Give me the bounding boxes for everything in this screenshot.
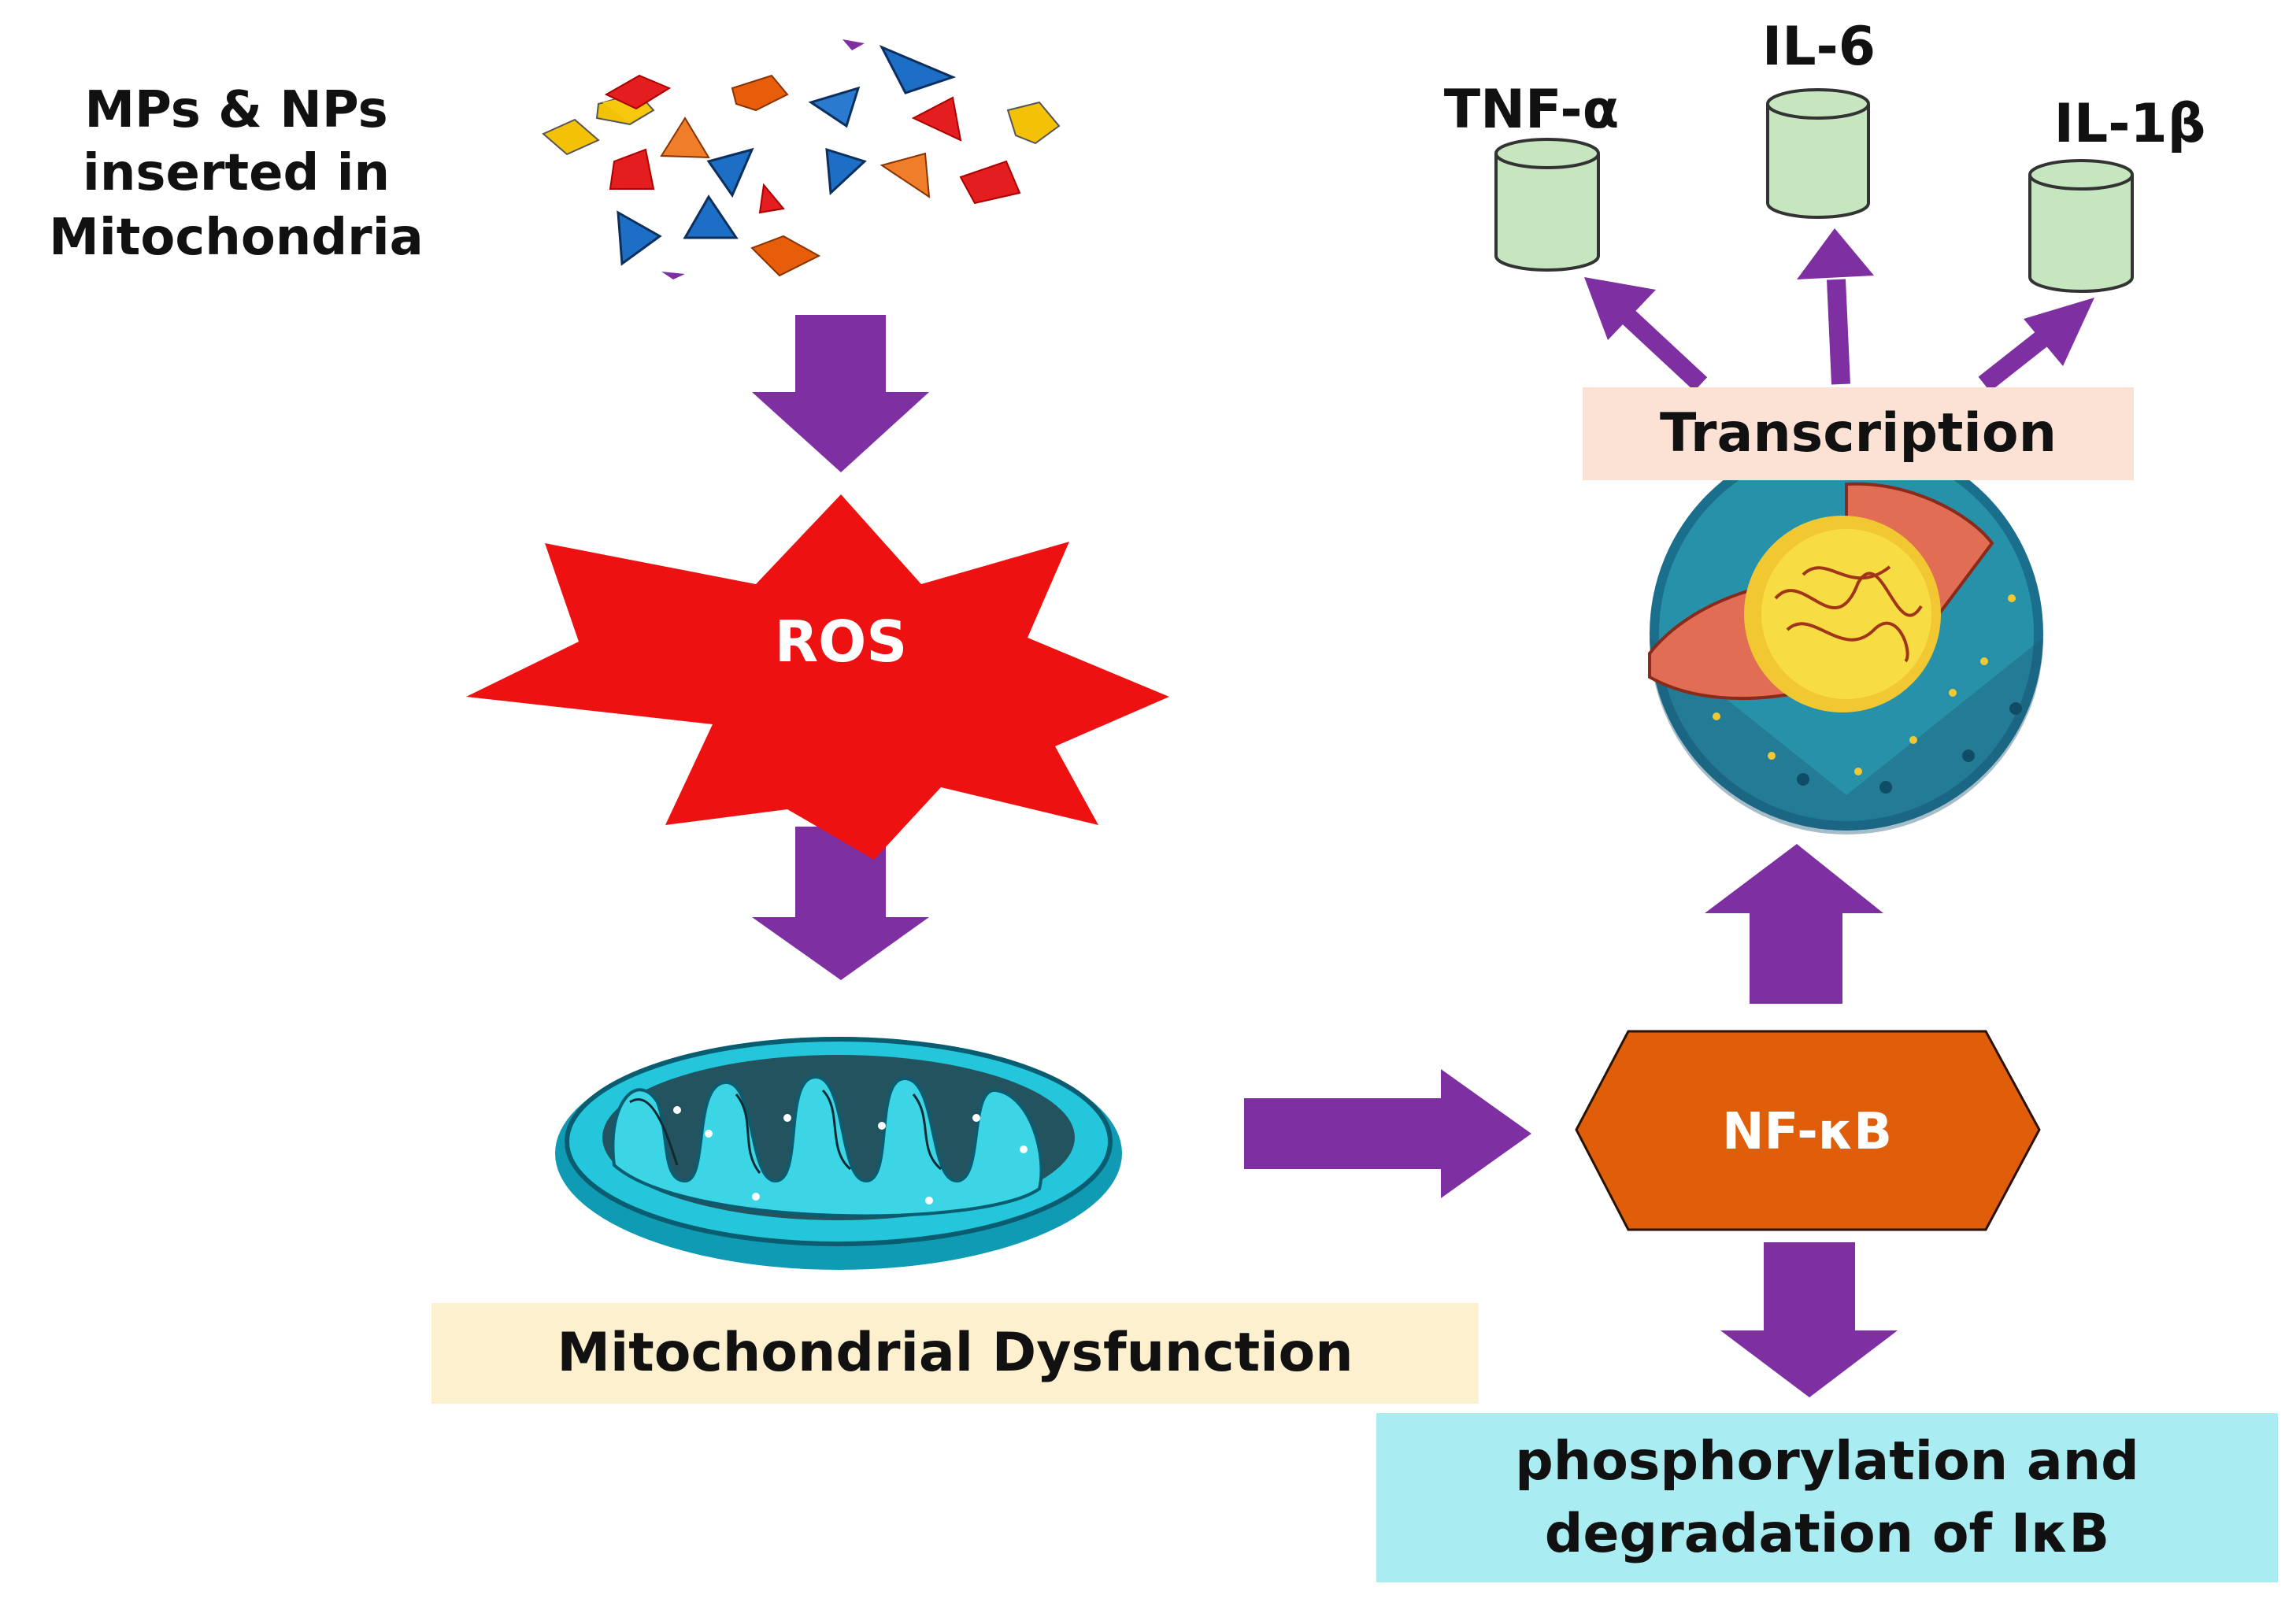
mitochondrion-icon — [555, 1037, 1122, 1270]
cylinder-icon-il1b — [2028, 159, 2134, 293]
arrow-mito-to-nfkb — [1244, 1069, 1531, 1198]
phospho-label-line2: degradation of IκB — [1544, 1502, 2110, 1565]
particles-label-line2: inserted in — [82, 144, 391, 202]
arrow-to-tnf — [1584, 277, 1708, 391]
arrow-to-il1b — [1978, 298, 2094, 392]
nfkb-label: NF-κB — [1721, 1103, 1893, 1161]
ros-star-shape — [466, 494, 1169, 860]
cytokine-label-tnf: TNF-α — [1443, 79, 1620, 141]
cylinder-icon-il6 — [1766, 88, 1870, 219]
particles-label-line1: MPs & NPs — [84, 81, 388, 139]
arrow-nfkb-to-nucleus — [1705, 844, 1883, 1004]
mito-label: Mitochondrial Dysfunction — [557, 1322, 1354, 1384]
cylinder-icon-tnf — [1494, 138, 1600, 272]
nfkb-hexagon-shape — [1575, 1030, 2041, 1231]
cytokine-label-il1b: IL-1β — [2053, 93, 2206, 155]
particles-label-line3: Mitochondria — [49, 209, 424, 267]
particle-cluster-icon — [542, 39, 1061, 279]
arrow-ros-to-mito — [752, 827, 929, 980]
arrow-particles-to-ros — [752, 315, 929, 472]
cell-nucleus-icon — [1648, 437, 2043, 834]
arrow-nfkb-to-phospho — [1720, 1242, 1898, 1397]
arrow-to-il6 — [1797, 228, 1874, 385]
phospho-label-box: phosphorylation and degradation of IκB — [1376, 1413, 2278, 1582]
transcription-label-box: Transcription — [1583, 387, 2134, 480]
ros-label: ROS — [774, 609, 908, 675]
transcription-label: Transcription — [1660, 402, 2057, 464]
mito-label-box: Mitochondrial Dysfunction — [431, 1303, 1479, 1404]
cytokine-label-il6: IL-6 — [1761, 16, 1876, 78]
phospho-label-line1: phosphorylation and — [1515, 1430, 2139, 1493]
